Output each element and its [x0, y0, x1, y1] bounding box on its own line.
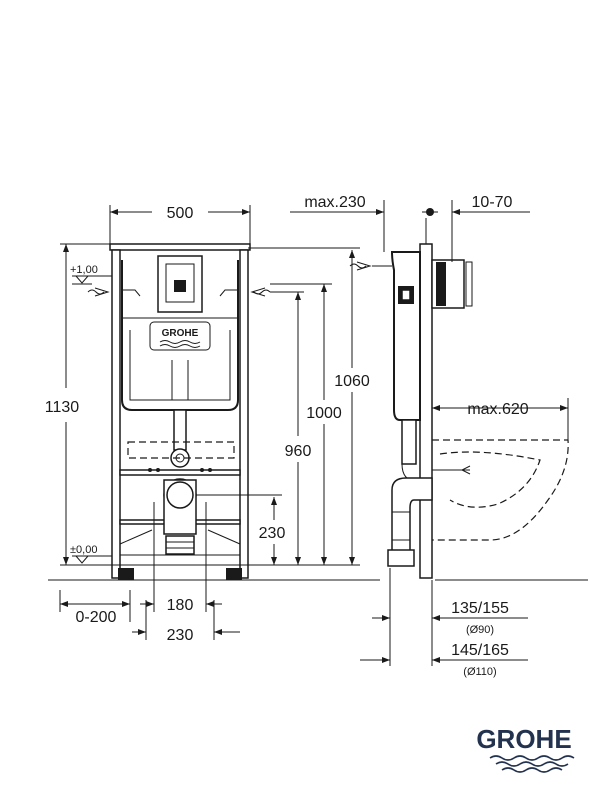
dim-0-200: 0-200: [59, 590, 131, 626]
dim-max-230: max.230: [290, 194, 385, 252]
side-water-inlet: [349, 261, 392, 271]
level-floor-label: ±0,00: [70, 544, 97, 556]
dim-230-bottom: 230: [132, 600, 240, 644]
dim-145-165-label: 145/165: [451, 642, 509, 659]
dim-230-bottom-label: 230: [167, 627, 194, 644]
dim-max-230-label: max.230: [304, 194, 365, 211]
dim-135-155: 135/155 (Ø90): [372, 568, 528, 666]
dim-1130-label: 1130: [45, 399, 80, 416]
dim-10-70-label: 10-70: [472, 194, 513, 211]
level-marker-top: +1,00: [70, 264, 112, 285]
dim-1060: 1060: [248, 247, 370, 565]
dim-145-165: 145/165 (Ø110): [360, 642, 528, 678]
cistern-brand-text: GROHE: [162, 328, 199, 339]
dia-110-label: (Ø110): [463, 666, 496, 678]
dim-width-500: 500: [109, 205, 251, 244]
level-marker-floor: ±0,00: [70, 544, 112, 566]
dim-1060-label: 1060: [334, 373, 370, 390]
logo-wordmark: GROHE: [476, 724, 571, 754]
side-wc-pan-outline: [432, 439, 569, 541]
level-top-label: +1,00: [70, 264, 98, 276]
dim-180-label: 180: [167, 597, 194, 614]
dim-height-1130: 1130: [45, 243, 110, 565]
dim-10-70: 10-70: [451, 194, 530, 262]
dim-960: 960: [270, 291, 312, 565]
dim-0-200-label: 0-200: [76, 609, 117, 626]
dim-max-620: max.620: [432, 398, 569, 440]
dim-max-620-label: max.620: [467, 401, 528, 418]
cistern: GROHE: [121, 255, 239, 411]
grohe-logo: GROHE: [476, 724, 575, 773]
side-frame: [387, 208, 473, 579]
dim-500-label: 500: [167, 205, 194, 222]
front-flush-pipe: [127, 409, 235, 555]
dim-1000-label: 1000: [306, 405, 342, 422]
dim-960-label: 960: [285, 443, 312, 460]
dim-230-label: 230: [259, 525, 286, 542]
dim-230-front: 230: [196, 494, 286, 565]
dim-135-155-label: 135/155: [451, 600, 509, 617]
dim-1000: 1000: [270, 283, 342, 565]
water-inlet-arrows: [87, 287, 271, 297]
dia-90-label: (Ø90): [466, 624, 494, 636]
dim-180: 180: [140, 502, 222, 614]
